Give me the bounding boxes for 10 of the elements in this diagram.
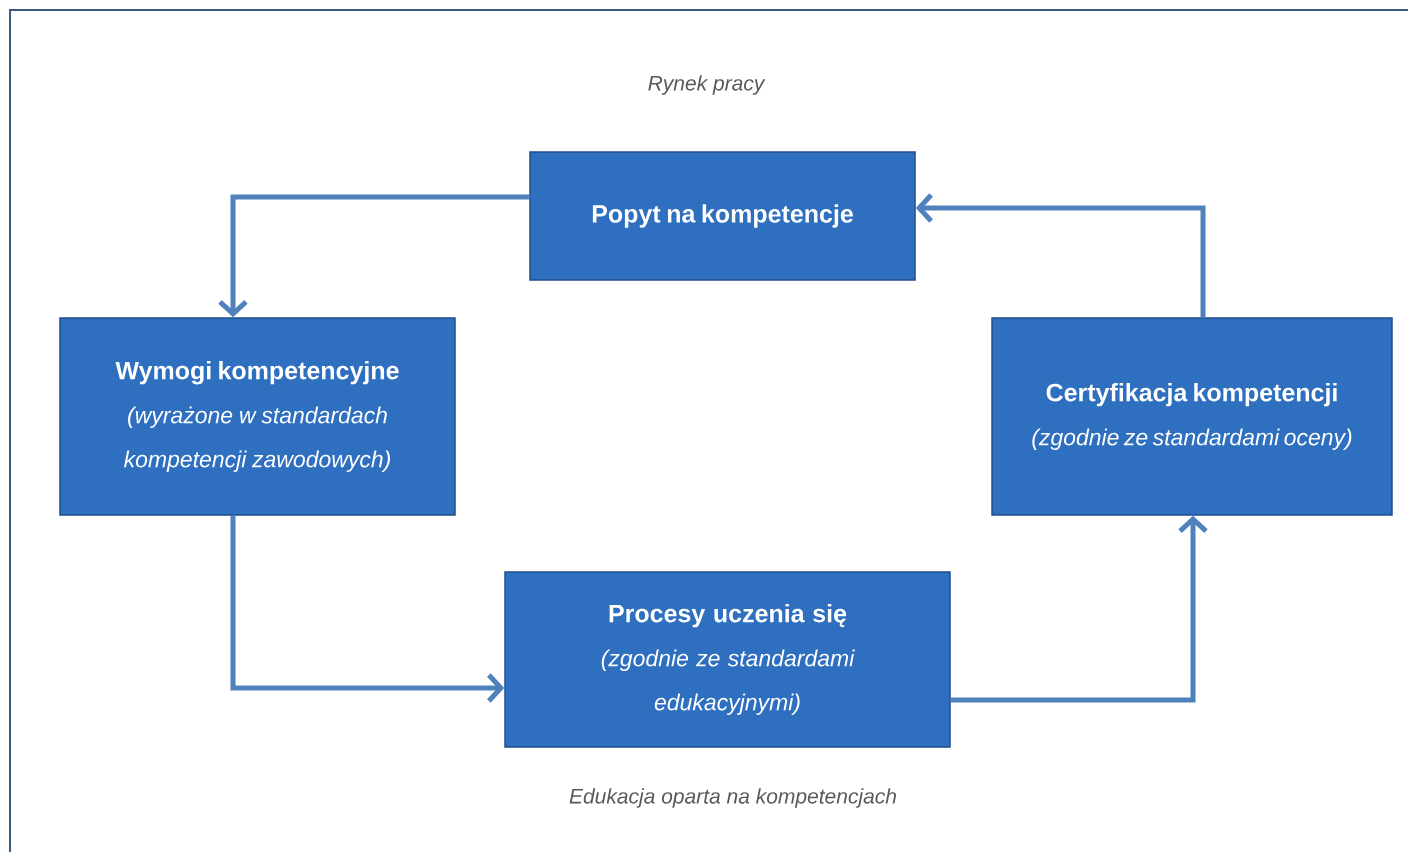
caption-text: Rynek pracy: [648, 75, 766, 95]
arrow: [915, 193, 1206, 318]
process-box: Wymogi kompetencyjne (wyrażone w standardach kompetencji zawodowych): [59, 317, 456, 516]
arrow: [218, 194, 530, 318]
arrow: [950, 515, 1208, 703]
arrow: [230, 515, 505, 703]
process-box: Certyfikacja kompetencji (zgodnie ze standardami oceny): [991, 317, 1393, 516]
process-box: Popyt na kompetencje: [529, 151, 916, 281]
caption-text: Edukacja oparta na kompetencjach: [569, 788, 896, 808]
process-box: Procesy uczenia się (zgodnie ze standardami edukacyjnymi): [504, 571, 951, 748]
